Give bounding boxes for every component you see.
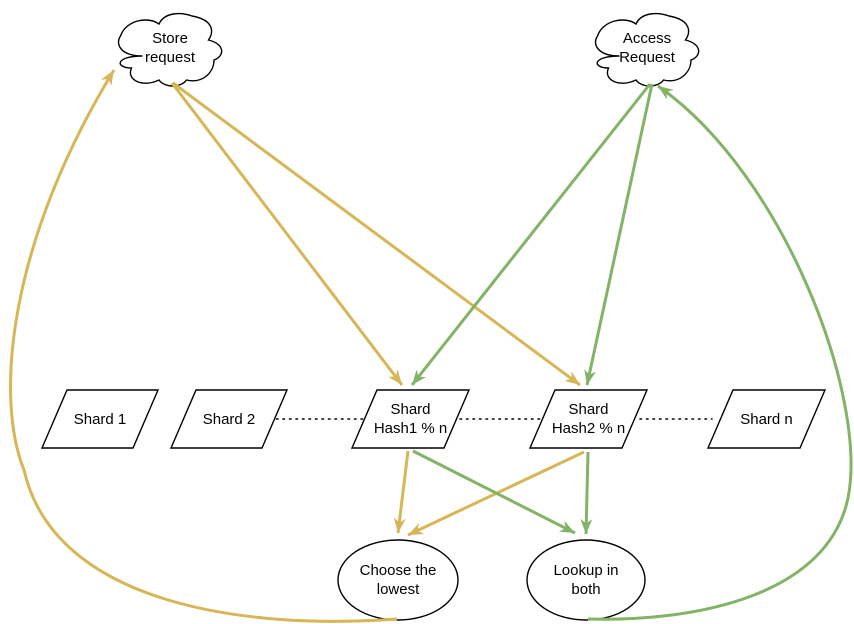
shard-n-shape bbox=[706, 389, 827, 449]
shard-2-shape bbox=[169, 389, 289, 449]
shard-1-shape bbox=[40, 389, 160, 449]
edge-store-to-shard-hash2 bbox=[172, 81, 581, 387]
lookup-both-shape bbox=[526, 539, 646, 621]
edge-access-to-shard-hash1 bbox=[410, 83, 652, 386]
store-request-cloud bbox=[117, 12, 223, 87]
edge-lookup-both-to-access-curve bbox=[587, 84, 853, 621]
edge-shard-hash2-to-lookup-both bbox=[580, 451, 593, 535]
edge-store-to-shard-hash1 bbox=[170, 82, 404, 386]
shard-hash1-shape bbox=[350, 389, 471, 449]
edge-access-to-shard-hash2 bbox=[584, 83, 654, 386]
choose-lowest-shape bbox=[337, 539, 459, 621]
edge-choose-lowest-to-store-curve bbox=[9, 69, 398, 623]
access-request-cloud bbox=[594, 12, 700, 87]
edge-shard-hash1-to-choose-lowest bbox=[393, 450, 410, 534]
edge-shard-hash1-to-lookup-both bbox=[412, 449, 576, 535]
shard-hash2-shape bbox=[528, 389, 649, 449]
